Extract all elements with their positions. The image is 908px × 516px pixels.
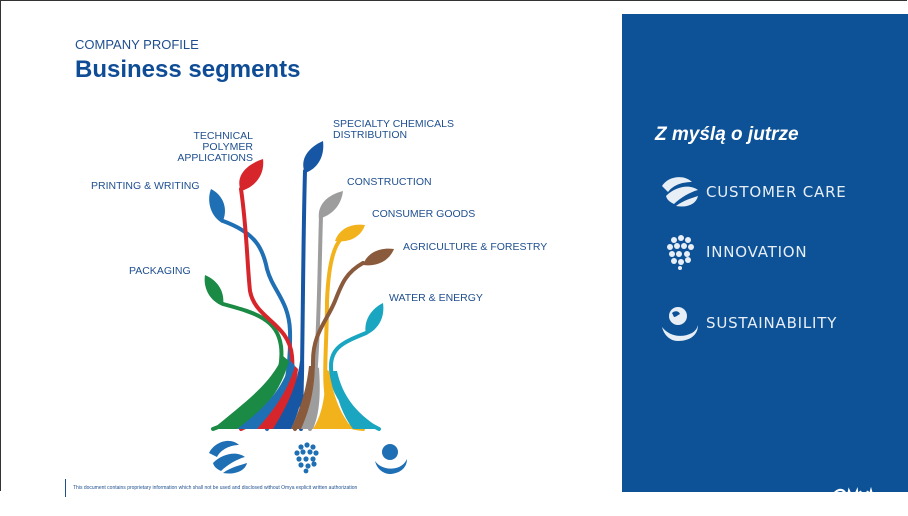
sustainability-icon xyxy=(375,444,407,474)
leaf-packaging xyxy=(204,275,224,306)
label-technical-polymer-line-2: APPLICATIONS xyxy=(177,152,253,164)
trunk-yellow xyxy=(313,369,353,429)
value-label-innovation: INNOVATION xyxy=(706,243,808,261)
values-panel: Z myślą o jutrze CUSTOMER CARE INNOVATIO… xyxy=(622,14,908,510)
label-technical-polymer-line-1: TECHNICAL POLYMER xyxy=(193,130,253,153)
label-printing-writing: PRINTING & WRITING xyxy=(91,180,200,192)
label-construction: CONSTRUCTION xyxy=(347,176,432,188)
slogan: Z myślą o jutrze xyxy=(655,124,799,145)
label-specialty-chemicals: SPECIALTY CHEMICALS DISTRIBUTION xyxy=(333,119,454,141)
innovation-icon xyxy=(294,442,319,474)
leaf-technical-polymer xyxy=(239,159,264,191)
section-kicker: COMPANY PROFILE xyxy=(75,37,199,52)
bottom-icons xyxy=(209,440,407,474)
leaf-specialty-chemicals xyxy=(303,141,324,173)
trunk-green xyxy=(213,356,289,429)
label-consumer-goods: CONSUMER GOODS xyxy=(372,208,476,220)
leaf-agriculture-forestry xyxy=(363,248,394,266)
trunk-grey xyxy=(301,366,320,429)
leaf-consumer-goods xyxy=(335,224,365,242)
leaf-construction xyxy=(318,191,343,219)
footer-divider xyxy=(65,479,66,497)
label-water-energy: WATER & ENERGY xyxy=(389,292,483,304)
value-label-customer-care: CUSTOMER CARE xyxy=(706,183,847,201)
trunk-cyan xyxy=(333,371,381,429)
customer-care-icon xyxy=(662,177,698,207)
label-agriculture-forestry: AGRICULTURE & FORESTRY xyxy=(403,241,548,253)
leaf-water-energy xyxy=(365,303,384,335)
sustainability-icon xyxy=(662,307,698,341)
label-technical-polymer: TECHNICAL POLYMER APPLICATIONS xyxy=(142,131,253,164)
segments-tree xyxy=(204,141,394,431)
value-customer-care: CUSTOMER CARE xyxy=(660,174,847,210)
label-specialty-chemicals-line-2: DISTRIBUTION xyxy=(333,129,408,141)
trunk-red xyxy=(257,366,298,429)
omya-logo xyxy=(831,486,877,510)
label-specialty-chemicals-line-1: SPECIALTY CHEMICALS xyxy=(333,118,454,130)
value-sustainability: SUSTAINABILITY xyxy=(660,305,837,341)
customer-care-icon xyxy=(209,440,247,474)
value-label-sustainability: SUSTAINABILITY xyxy=(706,314,838,332)
footer-disclaimer: This document contains proprietary infor… xyxy=(73,485,358,491)
label-packaging: PACKAGING xyxy=(129,265,191,277)
value-innovation: INNOVATION xyxy=(660,234,807,270)
leaf-printing-writing xyxy=(209,189,225,223)
page-title: Business segments xyxy=(75,56,301,83)
innovation-icon xyxy=(667,235,694,270)
trunk-dark-blue xyxy=(273,361,305,429)
